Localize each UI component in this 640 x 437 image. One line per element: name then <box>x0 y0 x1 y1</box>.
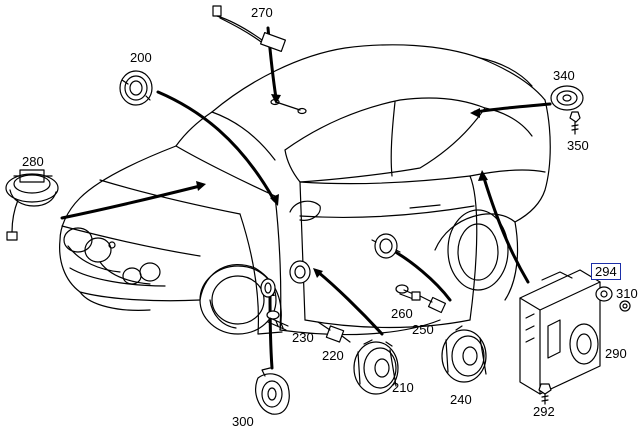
part-350-screw <box>569 111 581 135</box>
car-outline <box>59 44 551 336</box>
arrow-200 <box>156 90 276 202</box>
part-340-speaker <box>550 85 584 111</box>
part-292-screw <box>538 383 552 405</box>
arrow-210 <box>316 270 384 336</box>
leader-arrows <box>60 26 552 370</box>
label-200: 200 <box>130 50 152 65</box>
arrow-240 <box>390 248 452 302</box>
door-speaker-front <box>289 260 311 284</box>
label-310: 310 <box>616 286 638 301</box>
part-220-connector <box>317 321 351 343</box>
arrow-340 <box>473 102 552 114</box>
part-260-bolt <box>395 284 421 301</box>
label-280: 280 <box>22 154 44 169</box>
label-292: 292 <box>533 404 555 419</box>
part-240-speaker <box>441 325 487 383</box>
label-290: 290 <box>605 346 627 361</box>
part-310-washer <box>619 300 631 312</box>
label-294: 294 <box>591 263 621 280</box>
dash-tweeter <box>270 98 307 115</box>
arrow-280 <box>60 184 202 220</box>
part-280-speaker <box>5 169 59 241</box>
part-200-tweeter <box>119 70 153 106</box>
label-260: 260 <box>391 306 413 321</box>
label-230: 230 <box>292 330 314 345</box>
part-250-connector <box>419 295 447 314</box>
label-220: 220 <box>322 348 344 363</box>
label-250: 250 <box>412 322 434 337</box>
door-tweeter <box>260 278 276 298</box>
label-340: 340 <box>553 68 575 83</box>
part-230-clip <box>266 310 289 331</box>
label-350: 350 <box>567 138 589 153</box>
label-270: 270 <box>251 5 273 20</box>
door-speaker-rear <box>371 233 401 259</box>
label-300: 300 <box>232 414 254 429</box>
arrow-300 <box>268 290 274 370</box>
part-300-tweeter <box>255 367 290 415</box>
part-294-nut <box>595 286 613 302</box>
part-270-cable <box>212 5 286 53</box>
part-210-speaker <box>353 339 399 395</box>
label-240: 240 <box>450 392 472 407</box>
arrow-290 <box>482 176 530 284</box>
part-290-subwoofer-box <box>519 269 601 395</box>
label-210: 210 <box>392 380 414 395</box>
